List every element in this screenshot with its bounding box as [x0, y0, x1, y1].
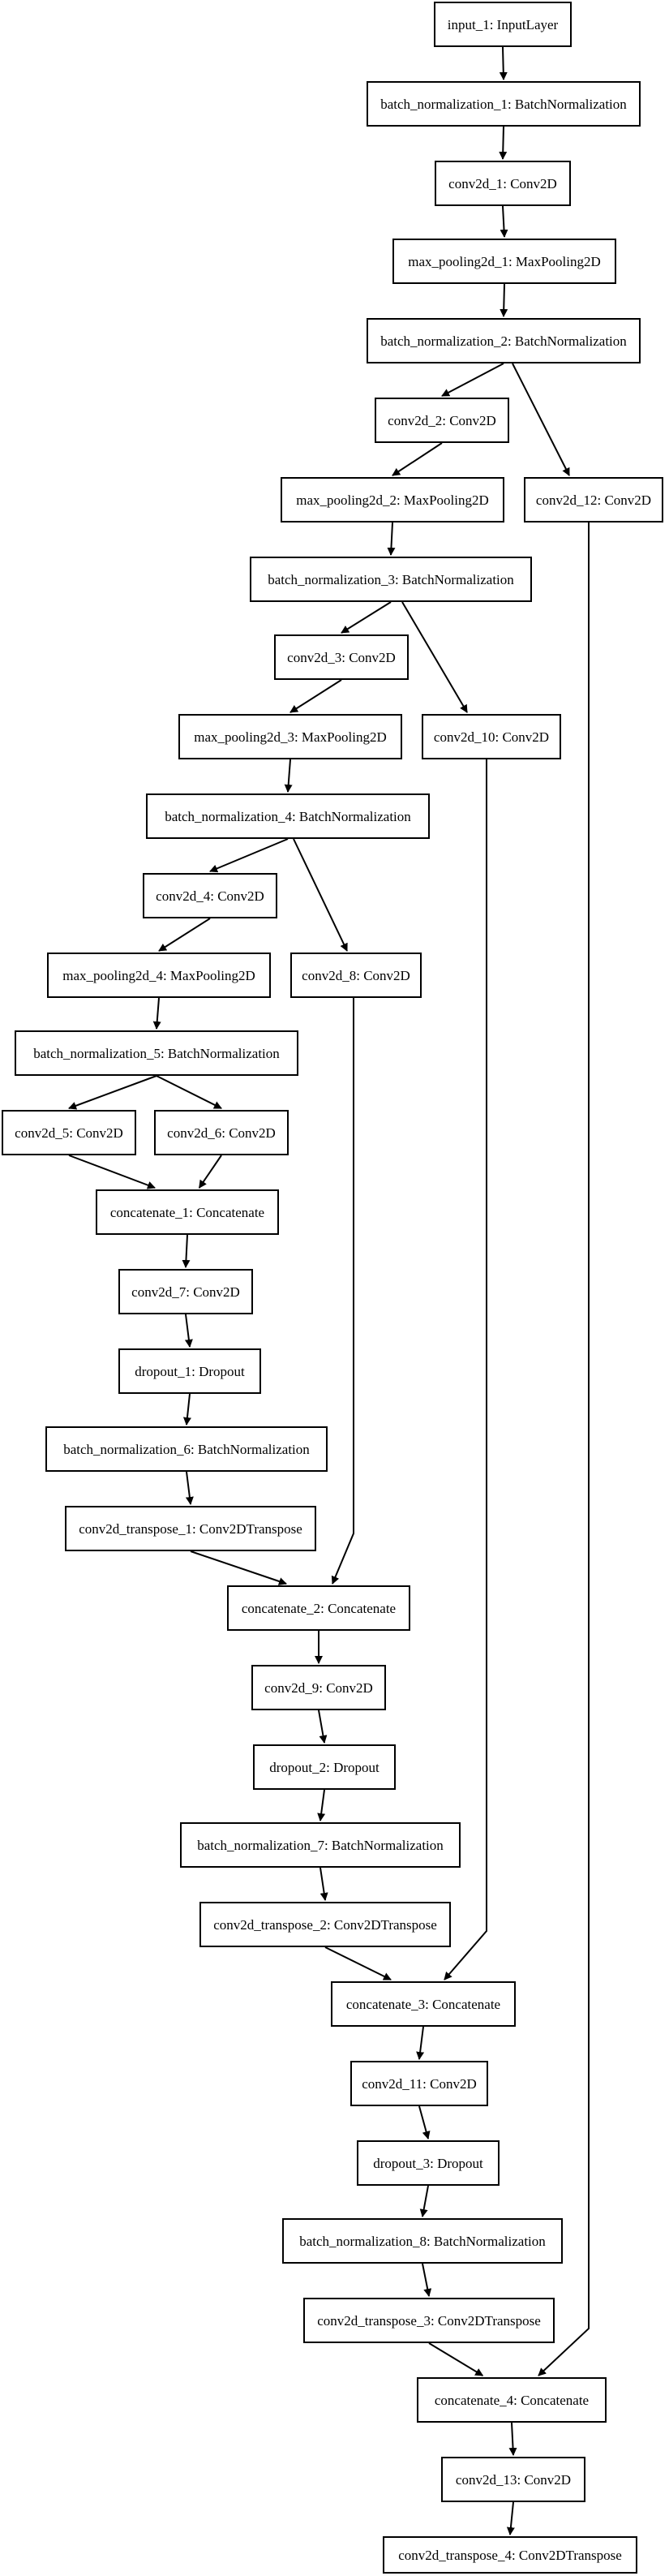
edge-conv2d_12-to-concat_4	[538, 523, 590, 2376]
edge-bn_5-to-conv2d_6	[156, 1075, 222, 1109]
edge-conv2d_10-to-concat_3	[444, 759, 487, 1980]
node-concatenate-1: concatenate_1: Concatenate	[96, 1189, 279, 1235]
edge-bn_3-to-conv2d_10	[401, 601, 468, 713]
node-batch-normalization-8: batch_normalization_8: BatchNormalizatio…	[282, 2218, 563, 2264]
edge-bn_5-to-conv2d_5	[68, 1075, 157, 1110]
node-input-1: input_1: InputLayer	[434, 2, 572, 47]
node-conv2d-3: conv2d_3: Conv2D	[274, 634, 409, 680]
node-conv2d-13: conv2d_13: Conv2D	[441, 2457, 585, 2502]
node-conv2d-7: conv2d_7: Conv2D	[118, 1269, 253, 1314]
edge-conv2d_5-to-concat_1	[68, 1155, 156, 1189]
node-conv2d-transpose-1: conv2d_transpose_1: Conv2DTranspose	[65, 1506, 316, 1551]
node-conv2d-4: conv2d_4: Conv2D	[143, 873, 277, 918]
node-max-pooling2d-3: max_pooling2d_3: MaxPooling2D	[178, 714, 402, 759]
node-conv2d-8: conv2d_8: Conv2D	[290, 953, 422, 998]
node-conv2d-6: conv2d_6: Conv2D	[154, 1110, 289, 1155]
node-max-pooling2d-1: max_pooling2d_1: MaxPooling2D	[392, 239, 616, 284]
edge-bn_2-to-conv2d_12	[512, 363, 570, 476]
node-conv2d-2: conv2d_2: Conv2D	[375, 398, 509, 443]
edge-dropout_2-to-bn_7	[317, 1789, 326, 1821]
edge-pool_3-to-bn_4	[284, 759, 293, 793]
node-concatenate-3: concatenate_3: Concatenate	[331, 1981, 516, 2027]
edge-bn_7-to-convT_2	[319, 1867, 328, 1901]
edge-bn_2-to-conv2d_2	[441, 363, 504, 397]
edge-conv2d_3-to-pool_3	[289, 679, 342, 713]
edge-convT_3-to-concat_4	[428, 2342, 484, 2376]
edge-concat_1-to-conv2d_7	[182, 1234, 191, 1268]
edge-convT_2-to-concat_3	[324, 1946, 392, 1980]
node-conv2d-12: conv2d_12: Conv2D	[524, 477, 663, 523]
node-batch-normalization-6: batch_normalization_6: BatchNormalizatio…	[45, 1426, 328, 1472]
edge-bn_3-to-conv2d_3	[341, 601, 392, 634]
node-max-pooling2d-2: max_pooling2d_2: MaxPooling2D	[281, 477, 504, 523]
edge-bn_8-to-convT_3	[422, 2263, 432, 2297]
edge-input_1-to-bn_1	[499, 46, 508, 80]
edge-conv2d_6-to-concat_1	[198, 1155, 222, 1189]
edge-bn_4-to-conv2d_4	[209, 838, 289, 873]
edge-conv2d_2-to-pool_2	[392, 442, 443, 476]
node-batch-normalization-5: batch_normalization_5: BatchNormalizatio…	[15, 1030, 298, 1076]
node-conv2d-11: conv2d_11: Conv2D	[350, 2061, 488, 2106]
node-max-pooling2d-4: max_pooling2d_4: MaxPooling2D	[47, 953, 271, 998]
edge-conv2d_13-to-convT_4	[506, 2501, 515, 2535]
edge-conv2d_11-to-dropout_3	[418, 2105, 431, 2139]
node-batch-normalization-3: batch_normalization_3: BatchNormalizatio…	[250, 557, 532, 602]
node-dropout-1: dropout_1: Dropout	[118, 1348, 261, 1394]
edge-conv2d_8-to-concat_2	[331, 998, 354, 1585]
node-concatenate-4: concatenate_4: Concatenate	[417, 2377, 607, 2423]
edge-bn_6-to-convT_1	[185, 1471, 194, 1505]
node-conv2d-5: conv2d_5: Conv2D	[2, 1110, 136, 1155]
node-concatenate-2: concatenate_2: Concatenate	[227, 1585, 410, 1631]
edge-conv2d_7-to-dropout_1	[184, 1314, 193, 1348]
edge-dropout_1-to-bn_6	[182, 1393, 191, 1426]
edge-pool_2-to-bn_3	[387, 522, 396, 556]
node-conv2d-transpose-3: conv2d_transpose_3: Conv2DTranspose	[303, 2298, 555, 2343]
node-conv2d-10: conv2d_10: Conv2D	[422, 714, 561, 759]
node-dropout-2: dropout_2: Dropout	[253, 1744, 396, 1790]
edge-conv2d_4-to-pool_4	[158, 918, 211, 952]
edge-convT_1-to-concat_2	[190, 1550, 287, 1585]
node-batch-normalization-4: batch_normalization_4: BatchNormalizatio…	[146, 793, 430, 839]
node-conv2d-9: conv2d_9: Conv2D	[251, 1665, 386, 1710]
edge-concat_3-to-conv2d_11	[416, 2026, 425, 2060]
node-conv2d-transpose-2: conv2d_transpose_2: Conv2DTranspose	[199, 1902, 451, 1947]
node-batch-normalization-2: batch_normalization_2: BatchNormalizatio…	[367, 318, 641, 363]
edge-pool_4-to-bn_5	[152, 997, 161, 1030]
edge-dropout_3-to-bn_8	[419, 2185, 429, 2217]
edge-conv2d_1-to-pool_1	[500, 205, 508, 238]
node-batch-normalization-1: batch_normalization_1: BatchNormalizatio…	[367, 81, 641, 127]
edge-conv2d_9-to-dropout_2	[318, 1709, 328, 1744]
node-conv2d-transpose-4: conv2d_transpose_4: Conv2DTranspose	[383, 2536, 637, 2574]
node-conv2d-1: conv2d_1: Conv2D	[435, 161, 571, 206]
node-dropout-3: dropout_3: Dropout	[357, 2140, 500, 2186]
edge-bn_1-to-conv2d_1	[499, 126, 508, 160]
edge-bn_4-to-conv2d_8	[293, 838, 348, 952]
node-batch-normalization-7: batch_normalization_7: BatchNormalizatio…	[180, 1822, 461, 1868]
edge-concat_4-to-conv2d_13	[508, 2422, 517, 2456]
